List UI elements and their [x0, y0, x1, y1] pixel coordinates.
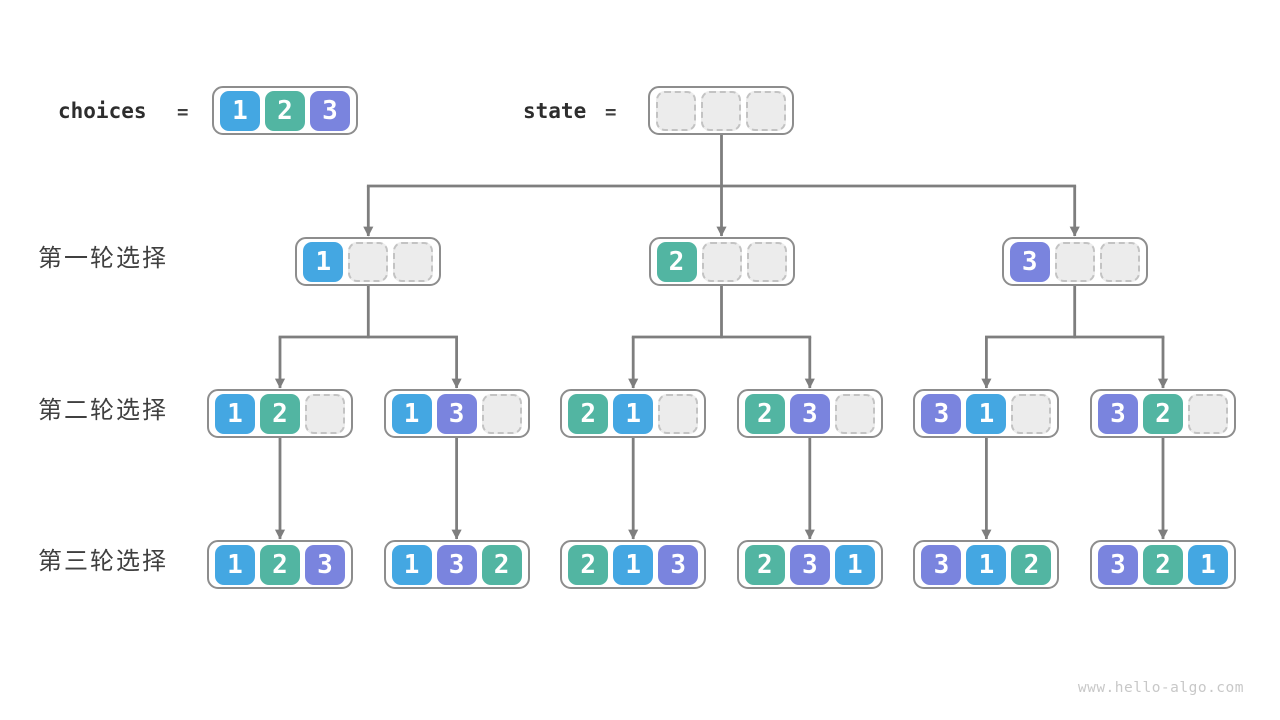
- value-tile-1: 1: [834, 544, 875, 585]
- value-tile-1: 1: [966, 544, 1007, 585]
- value-tile-3: 3: [921, 393, 962, 434]
- value-tile-1: 1: [1188, 544, 1228, 585]
- value-tile-3: 3: [1098, 393, 1138, 434]
- value-tile-2: 2: [265, 90, 305, 131]
- value-tile-3: 3: [789, 393, 830, 434]
- empty-slot: [305, 393, 345, 434]
- value-tile-2: 2: [744, 393, 785, 434]
- value-tile-1: 1: [966, 393, 1007, 434]
- value-tile-2: 2: [1143, 544, 1183, 585]
- empty-slot: [1099, 241, 1140, 282]
- choices-label: choices: [58, 99, 147, 123]
- value-tile-1: 1: [215, 544, 255, 585]
- value-tile-2: 2: [260, 393, 300, 434]
- value-tile-2: 2: [481, 544, 522, 585]
- value-tile-3: 3: [436, 393, 477, 434]
- state-label: state: [523, 99, 587, 123]
- value-tile-3: 3: [436, 544, 477, 585]
- value-tile-1: 1: [613, 544, 654, 585]
- value-tile-3: 3: [1098, 544, 1138, 585]
- value-tile-3: 3: [310, 90, 350, 131]
- value-tile-1: 1: [303, 241, 344, 282]
- state-array: [648, 86, 794, 135]
- value-tile-2: 2: [568, 544, 609, 585]
- value-tile-3: 3: [789, 544, 830, 585]
- empty-slot: [481, 393, 522, 434]
- value-tile-1: 1: [391, 544, 432, 585]
- tree-node-level1-3: 3: [1001, 237, 1148, 286]
- empty-slot: [1054, 241, 1095, 282]
- value-tile-2: 2: [656, 241, 697, 282]
- value-tile-1: 1: [220, 90, 260, 131]
- row-label-round-2: 第二轮选择: [38, 397, 168, 424]
- row-label-round-3: 第三轮选择: [38, 548, 168, 575]
- empty-slot: [658, 393, 699, 434]
- row-label-round-1: 第一轮选择: [38, 245, 168, 272]
- value-tile-2: 2: [1143, 393, 1183, 434]
- empty-slot: [393, 241, 434, 282]
- value-tile-2: 2: [1011, 544, 1052, 585]
- value-tile-1: 1: [613, 393, 654, 434]
- empty-slot: [834, 393, 875, 434]
- value-tile-3: 3: [1009, 241, 1050, 282]
- value-tile-3: 3: [921, 544, 962, 585]
- empty-slot: [348, 241, 389, 282]
- value-tile-3: 3: [305, 544, 345, 585]
- state-equals-sign: =: [605, 101, 617, 123]
- empty-slot: [746, 90, 786, 131]
- value-tile-2: 2: [744, 544, 785, 585]
- value-tile-2: 2: [260, 544, 300, 585]
- value-tile-3: 3: [658, 544, 699, 585]
- empty-slot: [701, 241, 742, 282]
- value-tile-1: 1: [391, 393, 432, 434]
- value-tile-2: 2: [568, 393, 609, 434]
- watermark: www.hello-algo.com: [1077, 680, 1244, 696]
- empty-slot: [1011, 393, 1052, 434]
- tree-node-level1-2: 2: [648, 237, 795, 286]
- value-tile-1: 1: [215, 393, 255, 434]
- empty-slot: [1188, 393, 1228, 434]
- choices-equals-sign: =: [177, 101, 189, 123]
- empty-slot: [701, 90, 741, 131]
- empty-slot: [746, 241, 787, 282]
- empty-slot: [656, 90, 696, 131]
- tree-node-level1-1: 1: [295, 237, 442, 286]
